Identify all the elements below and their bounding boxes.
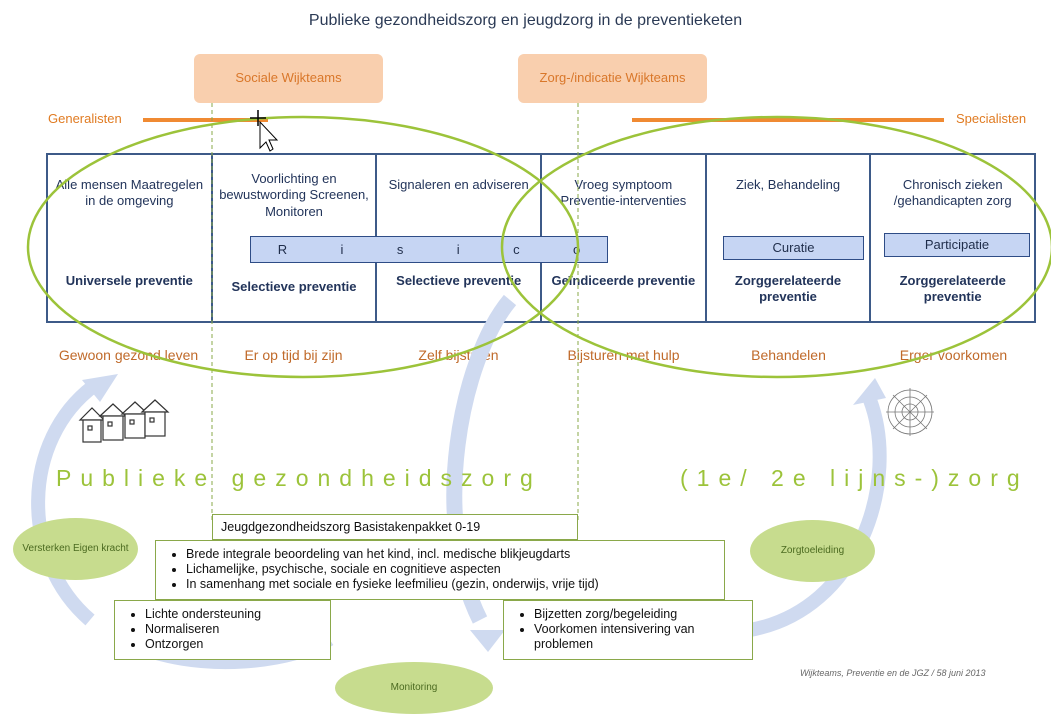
spider-web-icon (886, 388, 934, 436)
publieke-gezondheidszorg-title: Publieke gezondheidszorg (56, 465, 542, 491)
ondersteuning-box: Lichte ondersteuning Normaliseren Ontzor… (114, 600, 331, 660)
risico-letter: c (513, 242, 520, 257)
list-item: Brede integrale beoordeling van het kind… (186, 547, 724, 562)
jgz-list: Brede integrale beoordeling van het kind… (156, 547, 724, 592)
list-item: Normaliseren (145, 622, 330, 637)
column-geindiceerd: Vroeg symptoom Preventie-interventies Ge… (542, 155, 707, 321)
zorg-wijkteams-box: Zorg-/indicatie Wijkteams (518, 54, 707, 103)
column-description: Signaleren en adviseren (388, 177, 529, 192)
zorgtoeleiding-ellipse: Zorgtoeleiding (750, 520, 875, 582)
column-prevention-type: Selectieve preventie (231, 279, 357, 294)
curve-arrow-left-head (82, 374, 118, 402)
column-description: Chronisch zieken /gehandicapten zorg (893, 177, 1012, 209)
ellipse-generalisten (26, 115, 580, 379)
list-item: In samenhang met sociale en fysieke leef… (186, 577, 724, 592)
ondersteuning-list: Lichte ondersteuning Normaliseren Ontzor… (115, 607, 330, 652)
sociale-wijkteams-box: Sociale Wijkteams (194, 54, 383, 103)
jgz-header-box: Jeugdgezondheidszorg Basistakenpakket 0-… (212, 514, 578, 540)
lijnszorg-title: (1e/ 2e lijns-)zorg (680, 465, 1029, 491)
footer-note: Wijkteams, Preventie en de JGZ / 58 juni… (800, 668, 986, 678)
risico-letter: o (572, 242, 581, 257)
curve-arrow-left (31, 379, 100, 626)
jgz-items-box: Brede integrale beoordeling van het kind… (155, 540, 725, 600)
curve-arrow-center-head (470, 630, 505, 652)
specialisten-label: Specialisten (956, 111, 1027, 126)
zorg-begeleiding-box: Bijzetten zorg/begeleiding Voorkomen int… (503, 600, 753, 660)
generalisten-label: Generalisten (48, 111, 122, 126)
houses-icon (78, 399, 170, 443)
column-description: Alle mensen Maatregelen in de omgeving (55, 177, 204, 209)
versterken-ellipse: Versterken Eigen kracht (13, 518, 138, 580)
column-prevention-type: Zorggerelateerde preventie (734, 273, 842, 305)
risico-letter: i (340, 242, 344, 257)
risico-letter: i (456, 242, 460, 257)
phase-label: Er op tijd bij zijn (244, 347, 343, 363)
specialisten-arrow (632, 118, 944, 122)
risico-letter: s (396, 242, 404, 257)
participatie-pill: Participatie (884, 233, 1030, 257)
curatie-pill: Curatie (723, 236, 864, 260)
list-item: Voorkomen intensivering van problemen (534, 622, 752, 652)
ellipse-specialisten (500, 115, 1051, 379)
monitoring-ellipse: Monitoring (335, 662, 493, 714)
column-description: Ziek, Behandeling (735, 177, 841, 192)
zorg-list: Bijzetten zorg/begeleiding Voorkomen int… (504, 607, 752, 652)
generalisten-arrow (143, 118, 268, 122)
column-description: Vroeg symptoom Preventie-interventies (560, 177, 687, 209)
list-item: Lichte ondersteuning (145, 607, 330, 622)
column-chronisch: Chronisch zieken /gehandicapten zorg Zor… (871, 155, 1034, 321)
list-item: Ontzorgen (145, 637, 330, 652)
phase-label: Behandelen (751, 347, 826, 363)
list-item: Bijzetten zorg/begeleiding (534, 607, 752, 622)
column-prevention-type: Universele preventie (65, 273, 193, 288)
phase-label: Erger voorkomen (899, 347, 1008, 363)
column-prevention-type: Selectieve preventie (396, 273, 522, 288)
risico-bar: R i s i c o (250, 236, 608, 263)
column-ziek: Ziek, Behandeling Zorggerelateerde preve… (707, 155, 872, 321)
move-cursor-icon (250, 110, 279, 152)
page-title: Publieke gezondheidszorg en jeugdzorg in… (308, 12, 743, 29)
curve-arrow-right-head (853, 378, 886, 405)
risico-letter: R (277, 242, 288, 257)
list-item: Lichamelijke, psychische, sociale en cog… (186, 562, 724, 577)
column-prevention-type: Geïndiceerde preventie (551, 273, 696, 288)
column-prevention-type: Zorggerelateerde preventie (899, 273, 1006, 305)
curve-arrow-right (748, 397, 887, 637)
column-description: Voorlichting en bewustwording Screenen, … (219, 171, 369, 219)
